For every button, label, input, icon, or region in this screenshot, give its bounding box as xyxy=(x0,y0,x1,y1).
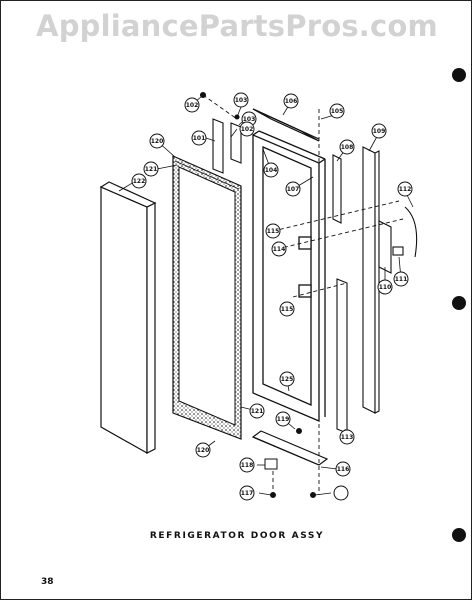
callout-103: 103 xyxy=(235,97,248,104)
callout-120: 120 xyxy=(151,138,164,145)
callout-113: 113 xyxy=(341,434,354,441)
callout-bubble xyxy=(191,130,207,146)
callout-bubble xyxy=(393,271,409,287)
door-panel xyxy=(99,181,157,455)
callout-bubble xyxy=(131,173,147,189)
door-liner-frame xyxy=(172,155,242,440)
callout-109: 109 xyxy=(373,128,386,135)
callout-bubble xyxy=(263,162,279,178)
callout-bubble xyxy=(333,485,349,501)
callout-103: 103 xyxy=(243,116,256,123)
callout-115: 115 xyxy=(281,306,294,313)
callout-104: 104 xyxy=(265,167,278,174)
callout-101: 101 xyxy=(193,135,206,142)
callout-121: 121 xyxy=(145,166,158,173)
callout-102: 102 xyxy=(241,126,254,133)
callout-125: 125 xyxy=(281,376,294,383)
binder-hole-top xyxy=(452,68,466,82)
binder-hole-middle xyxy=(452,296,466,310)
callout-111: 111 xyxy=(395,276,408,283)
callout-bubble xyxy=(339,429,355,445)
binder-hole-bottom xyxy=(452,528,466,542)
callout-118: 118 xyxy=(241,462,254,469)
callout-bubbles xyxy=(131,92,413,501)
side-trim-strips xyxy=(332,146,380,434)
callout-117: 117 xyxy=(241,490,254,497)
callout-bubble xyxy=(265,223,281,239)
callout-bubble xyxy=(279,301,295,317)
diagram-caption: REFRIGERATOR DOOR ASSY xyxy=(149,531,325,541)
callout-112: 112 xyxy=(399,186,412,193)
callout-bubble xyxy=(275,411,291,427)
callout-108: 108 xyxy=(341,144,354,151)
callout-bubble xyxy=(377,279,393,295)
callout-121: 121 xyxy=(251,408,264,415)
callout-bubble xyxy=(239,121,255,137)
callout-110: 110 xyxy=(379,284,392,291)
callout-106: 106 xyxy=(285,98,298,105)
callout-bubble xyxy=(195,442,211,458)
upper-hinge-bracket xyxy=(199,91,242,174)
callout-bubble xyxy=(271,241,287,257)
watermark: AppliancePartsPros.com xyxy=(36,9,438,43)
callout-bubble xyxy=(143,161,159,177)
callout-122: 122 xyxy=(133,178,146,185)
callout-116: 116 xyxy=(337,466,350,473)
callout-bubble xyxy=(239,457,255,473)
callout-bubble xyxy=(339,139,355,155)
bottom-cap-strip xyxy=(251,430,329,466)
callout-bubble xyxy=(149,133,165,149)
callout-102: 102 xyxy=(186,102,199,109)
callout-115: 115 xyxy=(267,228,280,235)
page-number: 38 xyxy=(41,577,54,587)
callout-120: 120 xyxy=(197,447,210,454)
callout-119: 119 xyxy=(277,416,290,423)
callout-bubble xyxy=(371,123,387,139)
lower-hinge-assembly xyxy=(378,206,418,274)
callout-bubble xyxy=(279,371,295,387)
callout-bubble xyxy=(283,93,299,109)
callout-105: 105 xyxy=(331,108,344,115)
callout-bubble xyxy=(285,181,301,197)
callout-bubble xyxy=(184,97,200,113)
callout-107: 107 xyxy=(287,186,300,193)
assembly-guide-lines xyxy=(202,94,404,495)
callout-bubble xyxy=(239,485,255,501)
callout-bubble xyxy=(329,103,345,119)
callout-bubble xyxy=(335,461,351,477)
callout-114: 114 xyxy=(273,246,286,253)
top-cap-strip xyxy=(252,108,320,142)
callout-bubble xyxy=(233,92,249,108)
callout-bubble xyxy=(397,181,413,197)
callout-bubble xyxy=(249,403,265,419)
